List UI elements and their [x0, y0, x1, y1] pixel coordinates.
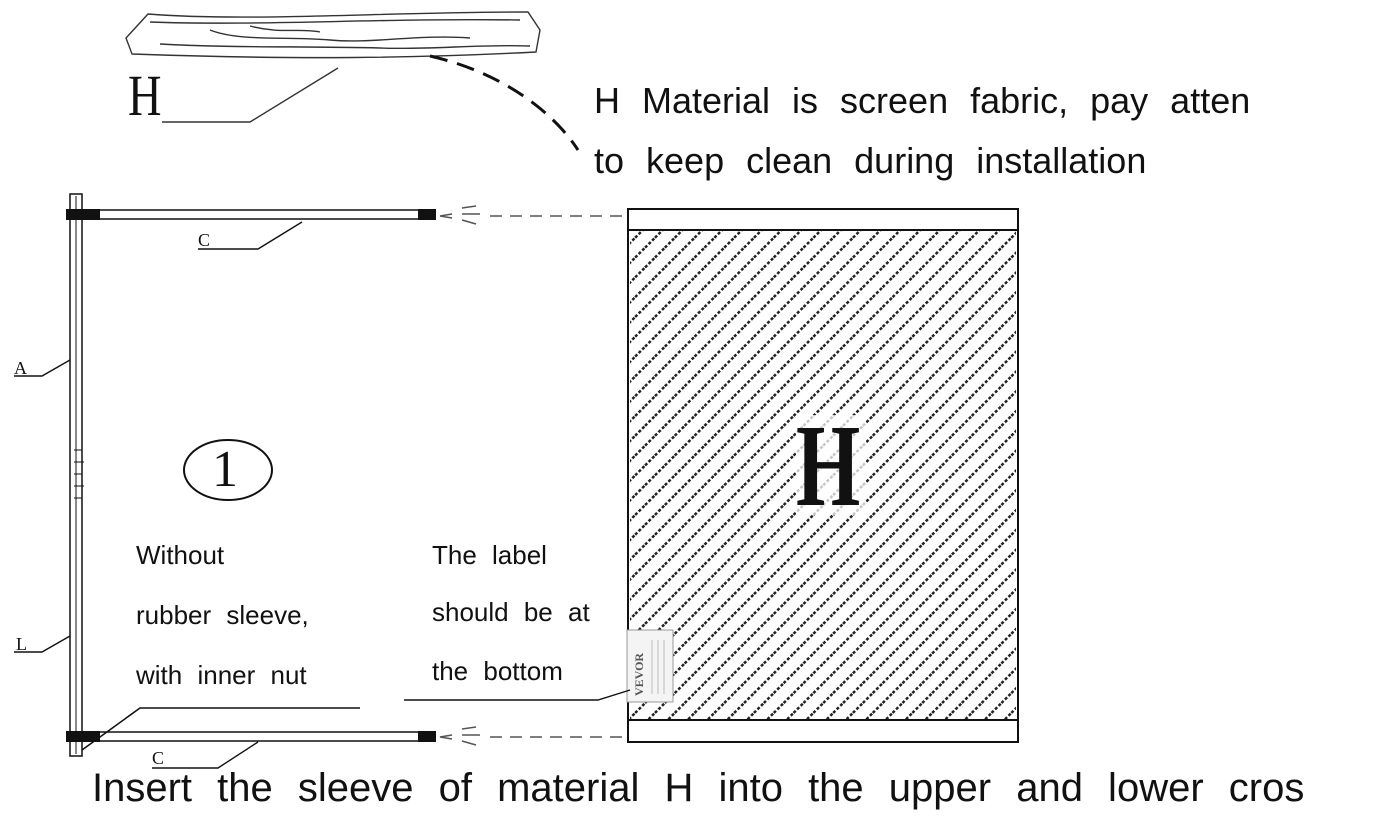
- note-top-line1: H Material is screen fabric, pay atten: [594, 80, 1251, 121]
- fabric-callout-arc: [429, 54, 580, 151]
- note-top-line2: to keep clean during installation: [594, 140, 1147, 181]
- note-left-line1: Without: [136, 540, 225, 570]
- brand-tag-text: VEVOR: [632, 652, 646, 696]
- fabric-leader-line: [162, 67, 339, 123]
- leader-c-top: [198, 221, 303, 250]
- leader-l: [14, 635, 71, 653]
- step-number: 1: [212, 441, 238, 498]
- panel-label-h: H: [796, 400, 861, 531]
- leader-c-bottom: [152, 741, 259, 769]
- part-label-a: A: [14, 358, 27, 378]
- top-cross-rod: [66, 209, 436, 220]
- leader-a: [14, 359, 71, 377]
- part-label-c-bottom: C: [152, 748, 165, 768]
- bottom-cross-rod: [66, 731, 436, 742]
- leader-label-bottom: [404, 689, 631, 701]
- note-right-line1: The label: [432, 540, 547, 570]
- brand-label-tag: [626, 629, 674, 703]
- note-right-line3: the bottom: [432, 656, 563, 686]
- screen-panel: [627, 208, 1019, 743]
- insert-arrow-top: [439, 205, 626, 225]
- fabric-label-h: H: [128, 63, 162, 128]
- note-right-line2: should be at: [432, 597, 590, 627]
- step-number-circle: [183, 439, 273, 501]
- note-left-line3: with inner nut: [136, 660, 307, 690]
- bottom-caption: Insert the sleeve of material H into the…: [92, 766, 1305, 810]
- insert-arrow-bottom: [439, 726, 626, 746]
- vertical-post: [69, 193, 84, 757]
- leader-inner-nut: [81, 707, 360, 751]
- rolled-fabric-sketch: [125, 11, 541, 59]
- note-left-line2: rubber sleeve,: [136, 600, 309, 630]
- part-label-c-top: C: [198, 230, 211, 250]
- part-label-l: L: [16, 634, 27, 654]
